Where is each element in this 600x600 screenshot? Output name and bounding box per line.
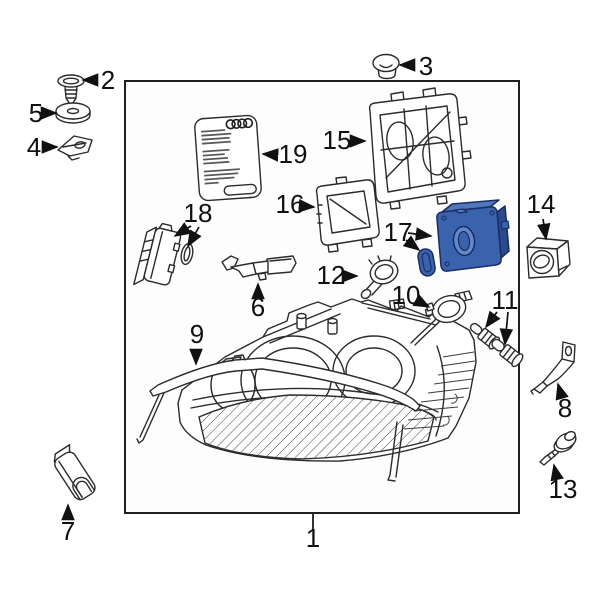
- part-side-bracket: [530, 341, 576, 395]
- leader-17a: [407, 227, 433, 241]
- callout-15[interactable]: 15: [323, 125, 352, 155]
- audi-rings-icon: [225, 117, 254, 130]
- leader-11b: [499, 311, 514, 346]
- end-cap-contours: [403, 351, 476, 430]
- leader-8: [555, 382, 569, 401]
- callout-18[interactable]: 18: [184, 198, 213, 228]
- callout-19[interactable]: 19: [279, 139, 308, 169]
- part-mounting-frame: [368, 87, 472, 210]
- part-igniter-unit: [526, 237, 571, 279]
- leader-18a: [173, 222, 192, 237]
- callout-14[interactable]: 14: [527, 189, 556, 219]
- part-bulb-signal-b: [491, 338, 524, 368]
- callout-16[interactable]: 16: [276, 189, 305, 219]
- leader-13: [550, 463, 564, 482]
- callout-11[interactable]: 11: [492, 285, 519, 315]
- part-bulb-low: [360, 255, 399, 300]
- leader-14: [537, 218, 551, 241]
- leader-17b: [402, 235, 421, 252]
- part-module-gasket-highlighted[interactable]: [417, 248, 436, 277]
- part-control-unit: [133, 222, 182, 286]
- callout-6[interactable]: 6: [251, 292, 265, 322]
- leader-18b: [187, 226, 202, 248]
- leader-19: [261, 148, 279, 162]
- part-trim-strip: [136, 354, 421, 482]
- part-cap: [372, 53, 400, 80]
- part-control-module-highlighted[interactable]: [436, 199, 510, 272]
- part-screw: [57, 74, 85, 107]
- callout-5[interactable]: 5: [29, 98, 43, 128]
- leader-10: [412, 293, 431, 308]
- part-mounting-bracket: [221, 255, 297, 281]
- callout-9[interactable]: 9: [190, 319, 204, 349]
- callout-12[interactable]: 12: [317, 260, 346, 290]
- callout-13[interactable]: 13: [549, 474, 578, 504]
- part-clip-nut: [57, 135, 93, 161]
- callout-17[interactable]: 17: [384, 217, 413, 247]
- callout-1[interactable]: 1: [306, 523, 320, 553]
- part-info-label: [194, 114, 262, 202]
- part-screw-washer: [539, 430, 577, 466]
- callout-4[interactable]: 4: [27, 132, 41, 162]
- part-lower-bracket: [53, 444, 96, 501]
- label-text-lines: [201, 129, 240, 185]
- part-access-cover: [315, 176, 380, 253]
- callout-leaders: [40, 58, 569, 529]
- leader-11a: [484, 310, 501, 329]
- callout-10[interactable]: 10: [392, 280, 421, 310]
- part-washer: [55, 102, 91, 124]
- callout-8[interactable]: 8: [558, 393, 572, 423]
- callout-2[interactable]: 2: [101, 65, 115, 95]
- leader-16: [298, 199, 316, 213]
- callout-7[interactable]: 7: [61, 516, 75, 546]
- callout-3[interactable]: 3: [419, 51, 433, 81]
